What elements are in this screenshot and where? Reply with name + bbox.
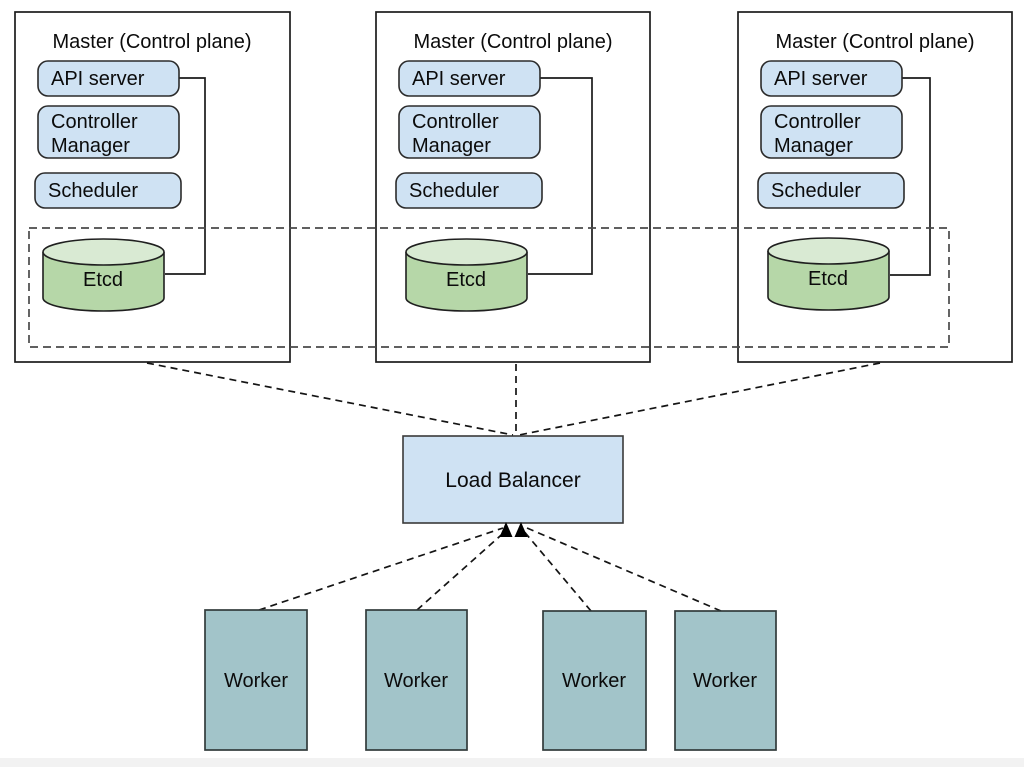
master-2-api-server-box [398,60,541,97]
master-2-etcd-cylinder: Etcd [405,238,528,312]
master-3-controller-manager-label: Controller Manager [774,111,866,157]
master-2-scheduler-box [395,172,543,209]
master-3-controller-manager-box [760,105,903,159]
master-2-etcd-body [405,252,528,312]
worker-node-3: Worker [542,610,647,751]
worker-3-box [542,610,647,751]
master-2-etcd-label: Etcd [446,269,486,291]
worker-node-4: Worker [674,610,777,751]
master-2-controller-manager-box [398,105,541,159]
load-balancer-node: Load Balancer [402,435,624,524]
worker-1-lb-link [258,527,504,611]
master-node-1: Master (Control plane) API server Contro… [14,11,291,363]
master-1-etcd-label: Etcd [83,269,123,291]
master-1-controller-manager-box [37,105,180,159]
load-balancer-box [402,435,624,524]
master-1-scheduler-box [34,172,182,209]
worker-1-label: Worker [224,670,288,692]
master-1-title: Master (Control plane) [53,31,252,53]
master-3-lb-link [518,362,881,436]
load-balancer-label: Load Balancer [445,469,580,492]
worker-3-lb-link [521,528,592,612]
master-3-apiserver-etcd-link [890,77,931,276]
worker-4-label: Worker [693,670,757,692]
master-3-etcd-cylinder: Etcd [767,237,890,311]
worker-3-label: Worker [562,670,626,692]
master-1-apiserver-etcd-link [165,77,206,275]
master-1-etcd-cylinder: Etcd [42,238,165,312]
master-node-2: Master (Control plane) API server Contro… [375,11,651,363]
page-bottom-strip [0,758,1024,767]
arrowhead-up-left-icon [499,522,513,537]
worker-4-box [674,610,777,751]
worker-node-1: Worker [204,609,308,751]
master-3-etcd-body [767,251,890,311]
master-3-api-server-box [760,60,903,97]
master-1-scheduler-label: Scheduler [48,180,138,202]
master-3-scheduler-box [757,172,905,209]
master-3-api-server-label: API server [774,68,868,90]
master-1-api-server-box [37,60,180,97]
master-2-controller-manager-label: Controller Manager [412,111,504,157]
worker-1-box [204,609,308,751]
etcd-cluster-boundary [28,227,950,348]
master-1-controller-manager-label: Controller Manager [51,111,143,157]
master-2-api-server-label: API server [412,68,506,90]
worker-2-label: Worker [384,670,448,692]
master-3-etcd-label: Etcd [808,268,848,290]
master-3-title: Master (Control plane) [776,31,975,53]
master-node-3: Master (Control plane) API server Contro… [737,11,1013,363]
master-2-etcd-top [405,238,528,266]
worker-2-lb-link [416,528,509,611]
master-2-apiserver-etcd-link [528,77,593,275]
master-3-etcd-top [767,237,890,265]
master-1-etcd-top [42,238,165,266]
master-1-lb-link [146,362,514,436]
master-2-title: Master (Control plane) [414,31,613,53]
arrowhead-up-right-icon [514,522,528,537]
master-1-etcd-body [42,252,165,312]
worker-2-box [365,609,468,751]
master-2-scheduler-label: Scheduler [409,180,499,202]
worker-node-2: Worker [365,609,468,751]
master-3-scheduler-label: Scheduler [771,180,861,202]
master-1-api-server-label: API server [51,68,145,90]
